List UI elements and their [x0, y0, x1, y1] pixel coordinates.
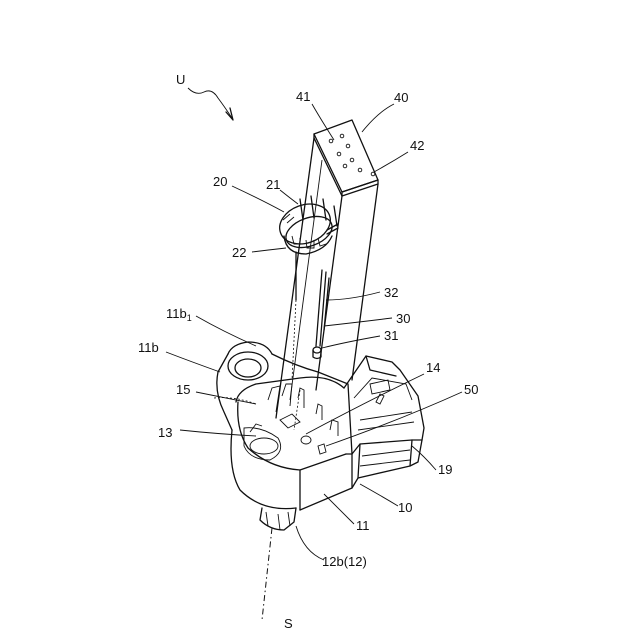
hidden-lines	[214, 300, 300, 430]
label-12b: 12b(12)	[322, 554, 367, 569]
label-11: 11	[356, 518, 370, 533]
label-41: 41	[296, 89, 310, 104]
arrow-u	[188, 88, 233, 120]
reference-labels: U 41 40 42 20 21 22 32 30 31 11b1 11b 15…	[138, 72, 478, 631]
label-11b: 11b	[138, 340, 159, 355]
label-u: U	[176, 72, 185, 87]
label-20: 20	[213, 174, 227, 189]
circuit-board-40	[314, 120, 378, 196]
boss-12b	[260, 508, 296, 530]
label-31: 31	[384, 328, 398, 343]
label-14: 14	[426, 360, 440, 375]
axis-s-line	[262, 528, 272, 620]
label-10: 10	[398, 500, 412, 515]
label-19: 19	[438, 462, 452, 477]
label-42: 42	[410, 138, 424, 153]
label-15: 15	[176, 382, 190, 397]
label-11b1: 11b1	[166, 306, 192, 323]
label-22: 22	[232, 245, 246, 260]
label-40: 40	[394, 90, 408, 105]
label-13: 13	[158, 425, 172, 440]
connector-19	[344, 356, 424, 488]
housing-11	[217, 342, 352, 510]
label-32: 32	[384, 285, 398, 300]
label-30: 30	[396, 311, 410, 326]
leader-lines	[166, 104, 462, 560]
label-21: 21	[266, 177, 280, 192]
label-s: S	[284, 616, 293, 631]
label-50: 50	[464, 382, 478, 397]
